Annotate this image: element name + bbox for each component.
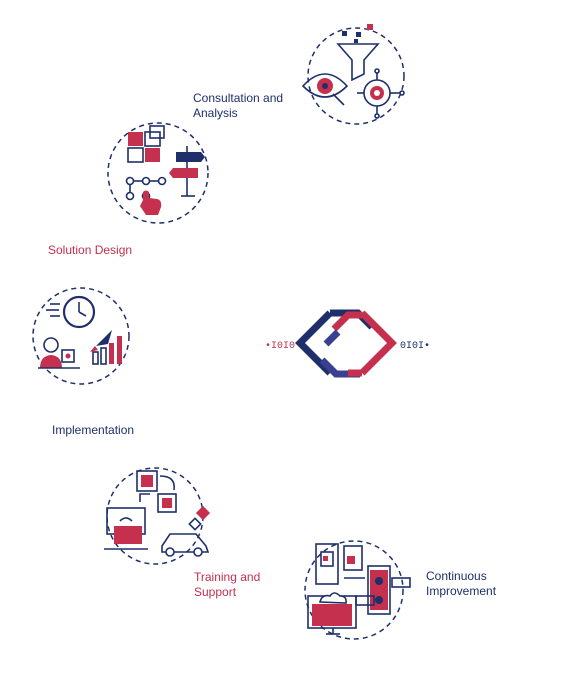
step-label-continuous: Continuous Improvement xyxy=(426,569,497,598)
center-logo-icon: •I0I0 0I0I• xyxy=(265,309,430,378)
center-logo-left-code: •I0I0 xyxy=(265,341,295,352)
step-label-training: Training and Support xyxy=(194,570,261,599)
continuous-improvement-icon xyxy=(304,540,411,640)
implementation-icon xyxy=(32,287,130,385)
consultation-icon xyxy=(301,24,405,125)
step-label-consultation: Consultation and Analysis xyxy=(193,91,284,120)
solution-design-icon xyxy=(107,122,209,224)
training-icon xyxy=(104,467,211,565)
step-label-solution-design: Solution Design xyxy=(48,243,133,257)
step-label-implementation: Implementation xyxy=(52,423,135,437)
center-logo-right-code: 0I0I• xyxy=(400,341,430,352)
